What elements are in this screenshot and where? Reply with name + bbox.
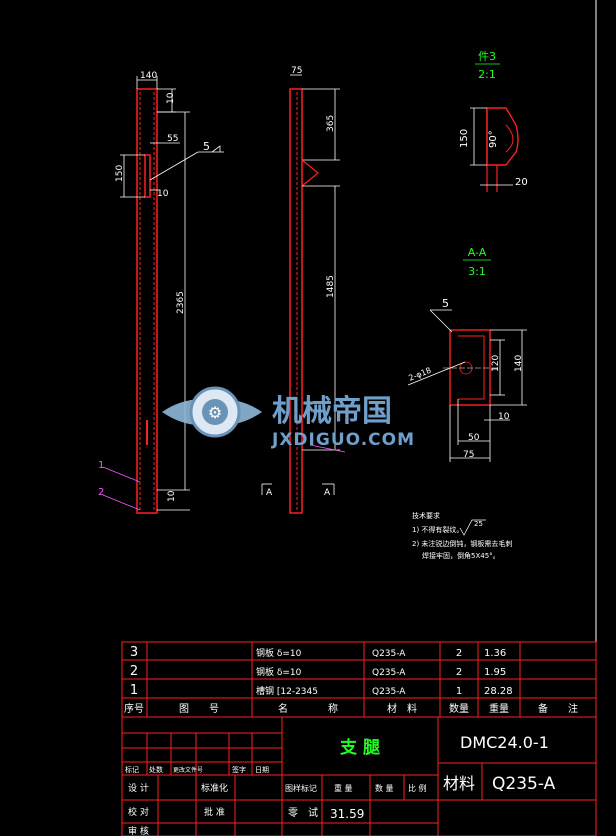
- dim-length-1485: 1485: [326, 275, 336, 298]
- dim-slot-gap-10: 10: [157, 189, 169, 199]
- dim-angle-90: 90°: [488, 130, 499, 148]
- bom-row-3-qty: 2: [456, 648, 462, 659]
- bom-row-1-name: 槽钢 [12-2345: [256, 685, 318, 697]
- tb-weight-label: 重 量: [334, 783, 353, 793]
- watermark-logo-glyph: ⚙: [208, 403, 222, 422]
- rev-label-2: 更改文件号: [173, 766, 203, 774]
- tb-weight-value: 31.59: [330, 807, 364, 821]
- dim-75: 75: [463, 450, 474, 460]
- rev-label-4: 日期: [255, 766, 269, 774]
- dim-length-2365: 2365: [176, 291, 186, 314]
- tb-proto: 零 试: [288, 806, 318, 819]
- bom-row-2-name: 钢板 δ=10: [256, 666, 302, 678]
- section-aa-title: A-A: [468, 246, 487, 259]
- dim-height-150: 150: [459, 129, 470, 148]
- dim-10: 10: [498, 412, 510, 422]
- bom-row-2-material: Q235-A: [372, 668, 406, 678]
- rev-label-1: 处数: [149, 765, 163, 774]
- dim-top-10: 10: [166, 92, 176, 104]
- notes-line3: 焊接牢固，倒角5X45°。: [422, 551, 500, 560]
- section-mark-left: A: [266, 488, 273, 498]
- bom-row-2-weight: 1.95: [484, 667, 506, 678]
- watermark: ⚙ 机械帝国 JXDIGUO.COM: [162, 386, 415, 450]
- detail3-scale: 2:1: [478, 68, 496, 81]
- dim-120: 120: [491, 355, 501, 372]
- tb-design: 设 计: [128, 782, 149, 794]
- section-aa: A-A 3:1 2-φ18 5 120 140 10 50 75: [407, 246, 527, 462]
- dim-top-365: 365: [326, 115, 336, 132]
- detail3-title: 件3: [478, 50, 496, 63]
- part-label-2: 2: [98, 487, 104, 498]
- tb-approve: 批 准: [204, 806, 225, 818]
- bom-row-1-weight: 28.28: [484, 686, 513, 697]
- bom-h-name: 名 称: [278, 702, 338, 715]
- weld-label-aa: 5: [442, 297, 449, 310]
- bom-h-code: 图 号: [179, 703, 219, 715]
- bom-h-remark: 备 注: [538, 702, 578, 715]
- dim-bottom-10: 10: [167, 490, 177, 502]
- bom-row-2-qty: 2: [456, 667, 462, 678]
- part-name: 支 腿: [340, 737, 380, 758]
- section-mark-right: A: [324, 488, 331, 498]
- material-value: Q235-A: [492, 774, 556, 794]
- tb-standard: 标准化: [201, 782, 228, 794]
- tb-count-label: 数 量: [375, 783, 394, 793]
- title-block: [121, 716, 597, 836]
- tb-review: 审 核: [128, 825, 149, 836]
- middle-view: 75 365 1485 A A: [261, 66, 346, 514]
- dim-width-140: 140: [140, 71, 157, 81]
- tb-scale-label: 比 例: [408, 783, 427, 793]
- tech-notes: 技术要求 1) 不得有裂纹。 25 2) 未注锐边倒钝，钢板需去毛刺 焊接牢固，…: [412, 511, 512, 560]
- bom-row-1-material: Q235-A: [372, 687, 406, 697]
- notes-line1: 1) 不得有裂纹。: [412, 525, 463, 534]
- tb-check: 校 对: [128, 806, 149, 818]
- bom-row-3-weight: 1.36: [484, 648, 506, 659]
- dim-slot-150: 150: [115, 165, 125, 182]
- rev-label-0: 标记: [125, 765, 139, 774]
- dim-140: 140: [514, 355, 524, 372]
- drawing-number: DMC24.0-1: [460, 733, 549, 752]
- title-block-text: 标记 处数 更改文件号 签字 日期 设 计 标准化 校 对 批 准 审 核 图样…: [125, 733, 556, 836]
- dim-width-75: 75: [291, 66, 302, 76]
- bom-h-qty: 数量: [449, 702, 469, 715]
- detail-part3: 件3 2:1 150 90° 20: [459, 50, 528, 192]
- notes-line2: 2) 未注锐边倒钝，钢板需去毛刺: [412, 539, 512, 548]
- bom-h-no: 序号: [124, 702, 144, 715]
- bom-row-2-no: 2: [130, 664, 138, 679]
- bom-row-3-no: 3: [130, 645, 138, 660]
- bom-h-material: 材 料: [387, 702, 417, 715]
- material-label: 材料: [443, 774, 475, 793]
- part-label-1: 1: [98, 460, 104, 471]
- bom-row-3-name: 钢板 δ=10: [256, 647, 302, 659]
- watermark-cn: 机械帝国: [272, 394, 392, 429]
- weld-symbol-5: 5: [203, 140, 210, 153]
- left-view: 140 10 150 55 10 5 2365 10 1 2: [98, 71, 224, 514]
- dim-50: 50: [468, 433, 480, 443]
- dim-width-20: 20: [515, 177, 528, 188]
- dim-offset-55: 55: [167, 134, 178, 144]
- notes-roughness: 25: [474, 520, 483, 528]
- tb-stage-mark: 图样标记: [285, 783, 317, 793]
- rev-label-3: 签字: [232, 765, 246, 774]
- bom-row-1-no: 1: [130, 683, 138, 698]
- bom-header: 序号 图 号 名 称 材 料 数量 重量 备 注: [124, 702, 578, 715]
- watermark-en: JXDIGUO.COM: [271, 430, 415, 450]
- bom-h-weight: 重量: [489, 702, 509, 715]
- notes-title: 技术要求: [412, 511, 440, 520]
- bom-row-1-qty: 1: [456, 686, 462, 697]
- section-aa-scale: 3:1: [468, 265, 486, 278]
- bom-row-3-material: Q235-A: [372, 649, 406, 659]
